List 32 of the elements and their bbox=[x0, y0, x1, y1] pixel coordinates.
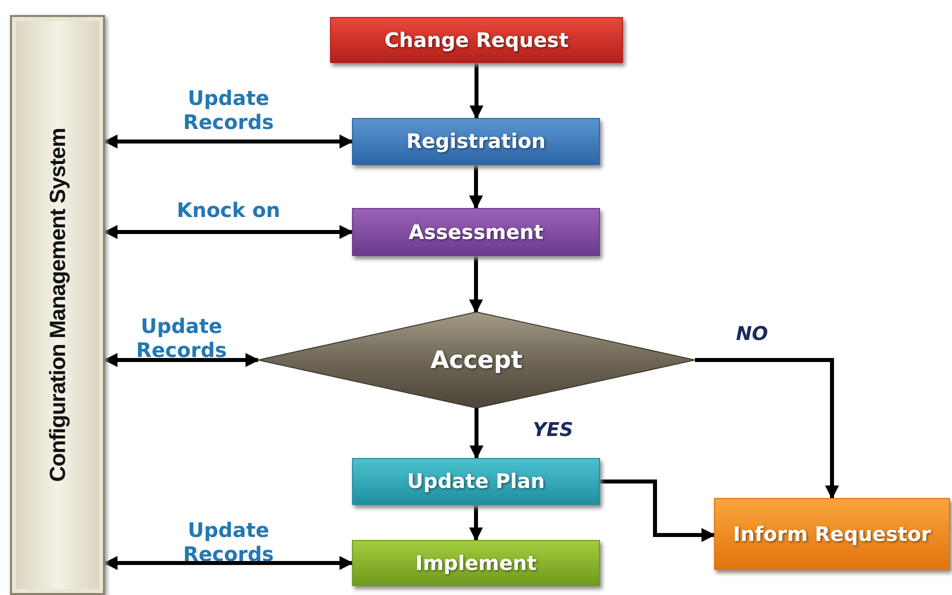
process-box bbox=[714, 498, 950, 570]
process-box bbox=[352, 208, 600, 256]
arrow bbox=[469, 505, 483, 542]
arrow bbox=[104, 556, 354, 570]
arrow bbox=[695, 358, 839, 500]
process-box bbox=[352, 540, 600, 586]
band-title: Configuration Management System bbox=[44, 128, 70, 482]
arrow bbox=[104, 353, 260, 367]
process-label: Implement bbox=[415, 550, 537, 576]
process-box bbox=[352, 118, 600, 165]
edge-label: YES bbox=[532, 419, 574, 442]
decision-label: Accept bbox=[430, 345, 522, 375]
edge-label: NO bbox=[736, 323, 768, 346]
arrow bbox=[470, 63, 484, 120]
edge-label: Update Records bbox=[182, 518, 275, 566]
arrow bbox=[470, 408, 484, 460]
process-label: Change Request bbox=[384, 28, 569, 52]
process-label: Inform Requestor bbox=[733, 522, 931, 546]
process-label: Assessment bbox=[408, 220, 544, 244]
process-label: Update Plan bbox=[407, 469, 545, 494]
process-label: Registration bbox=[406, 129, 546, 154]
arrow bbox=[600, 480, 716, 542]
edge-label: Update Records bbox=[135, 314, 228, 362]
arrow bbox=[104, 225, 354, 239]
system-band bbox=[10, 15, 105, 595]
process-box bbox=[330, 17, 623, 63]
edge-label: Update Records bbox=[182, 86, 275, 134]
arrow bbox=[104, 134, 354, 148]
arrow bbox=[469, 256, 483, 314]
arrow bbox=[469, 165, 483, 210]
edge-label: Knock on bbox=[176, 198, 282, 222]
process-box bbox=[352, 458, 600, 505]
